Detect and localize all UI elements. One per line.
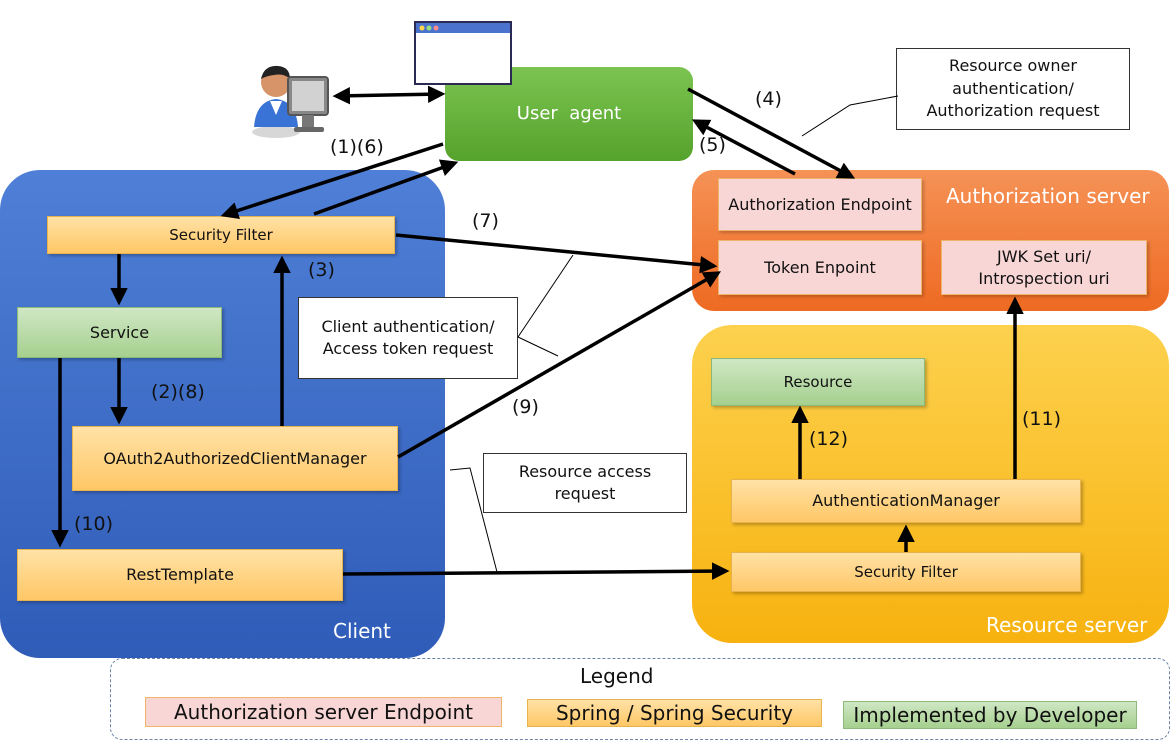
person-at-computer-icon: [252, 65, 329, 138]
step-7-label: (7): [472, 210, 499, 232]
browser-window-icon: [414, 21, 512, 85]
arrow-step-9: [397, 271, 722, 459]
resource-owner-note: Resource owner authentication/ Authoriza…: [896, 48, 1130, 130]
jwk-set-uri-line1: JWK Set uri/: [996, 246, 1092, 266]
arrow-step-5: [691, 119, 796, 176]
step-11-label: (11): [1022, 408, 1062, 430]
resource-server-label: Resource server: [986, 613, 1148, 637]
client-security-filter-box: Security Filter: [47, 216, 395, 254]
arrow-step-4: [687, 87, 856, 179]
arrow-user-useragent: [332, 85, 446, 105]
jwk-set-uri-line2: Introspection uri: [978, 268, 1110, 288]
client-authentication-note-line1: Client authentication/: [321, 316, 495, 336]
legend-auth-endpoint: Authorization server Endpoint: [145, 697, 502, 727]
resource-box: Resource: [711, 358, 925, 406]
jwk-set-uri-box: JWK Set uri/ Introspection uri: [941, 240, 1147, 295]
callout-client-auth-lower: [517, 336, 559, 357]
resource-access-note-line1: Resource access: [518, 461, 652, 481]
callout-resource-owner: [801, 95, 899, 137]
client-authentication-note-line2: Access token request: [322, 339, 494, 358]
authorized-client-manager-box: OAuth2AuthorizedClientManager: [72, 426, 398, 491]
authorization-endpoint-box: Authorization Endpoint: [718, 178, 922, 231]
callout-client-auth-upper: [517, 254, 574, 338]
rest-template-box: RestTemplate: [17, 549, 343, 601]
legend-developer: Implemented by Developer: [843, 701, 1137, 729]
legend-spring: Spring / Spring Security: [527, 699, 822, 727]
legend-box: [110, 658, 1170, 740]
client-label: Client: [333, 619, 391, 643]
step-5-label: (5): [699, 134, 726, 156]
arrow-step-7: [395, 233, 718, 274]
authorization-server-label: Authorization server: [946, 184, 1150, 208]
service-box: Service: [17, 307, 222, 358]
resource-access-note-line2: request: [554, 484, 616, 503]
step-2-8-label: (2)(8): [151, 381, 205, 403]
arrow-filter-to-useragent: [313, 159, 459, 216]
arrow-resttemplate-to-filter: [342, 562, 730, 580]
resource-security-filter-box: Security Filter: [731, 552, 1081, 592]
arrow-step-1-6-to-filter: [220, 142, 444, 220]
step-10-label: (10): [74, 513, 114, 535]
step-4-label: (4): [755, 88, 782, 110]
resource-owner-note-line2: authentication/: [952, 78, 1074, 98]
client-authentication-note: Client authentication/ Access token requ…: [298, 297, 518, 379]
resource-access-note: Resource access request: [483, 453, 687, 513]
step-9-label: (9): [512, 396, 539, 418]
step-1-6-label: (1)(6): [330, 136, 384, 158]
legend-title: Legend: [580, 664, 654, 688]
callout-resource-access: [449, 467, 498, 573]
resource-owner-note-line3: Authorization request: [926, 101, 1100, 121]
step-12-label: (12): [809, 428, 849, 450]
resource-owner-note-line1: Resource owner: [949, 56, 1077, 76]
step-3-label: (3): [308, 259, 335, 281]
authentication-manager-box: AuthenticationManager: [731, 479, 1081, 523]
token-endpoint-box: Token Enpoint: [718, 240, 922, 295]
